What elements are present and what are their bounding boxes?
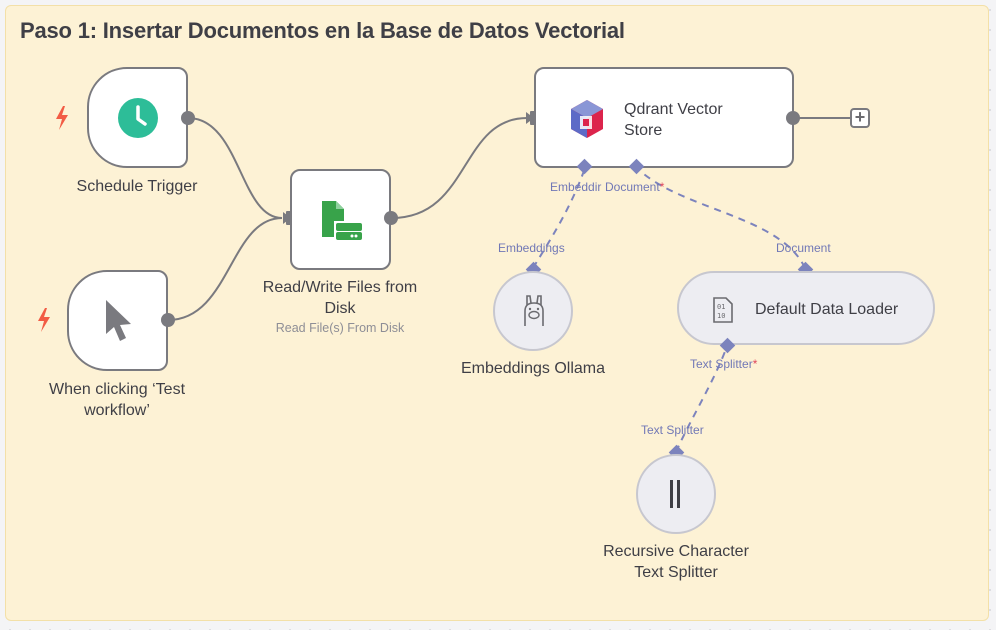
edge-splitter-to-loader <box>675 345 728 453</box>
recursive-text-splitter-node[interactable] <box>636 454 716 534</box>
add-node-button[interactable]: + <box>850 108 870 128</box>
trigger-bolt-icon <box>38 308 50 332</box>
manual-trigger-node[interactable] <box>67 270 168 371</box>
schedule-trigger-output-handle[interactable] <box>181 111 195 125</box>
qdrant-output-handle[interactable] <box>786 111 800 125</box>
qdrant-document-port-label-text: Document <box>605 180 660 194</box>
recursive-text-splitter-label-line1: Recursive Character <box>603 543 749 560</box>
qdrant-vector-store-node[interactable]: Qdrant Vector Store <box>534 67 794 168</box>
qdrant-embedding-port-label: Embeddir <box>550 180 601 194</box>
required-marker: * <box>659 180 665 194</box>
llama-icon <box>524 295 544 326</box>
qdrant-input-handle[interactable] <box>530 111 536 125</box>
trigger-bolt-icon <box>56 106 68 130</box>
qdrant-label-line2: Store <box>624 122 663 139</box>
schedule-trigger-label: Schedule Trigger <box>76 178 198 195</box>
read-write-files-label-line1: Read/Write Files from <box>262 279 418 296</box>
document-output-label: Document <box>776 241 831 255</box>
qdrant-label-line1: Qdrant Vector <box>624 101 723 118</box>
read-write-files-subtitle: Read File(s) From Disk <box>275 321 405 335</box>
splitter-icon <box>670 480 680 508</box>
sticky-note-title: Paso 1: Insertar Documentos en la Base d… <box>20 18 625 43</box>
svg-text:10: 10 <box>717 312 725 320</box>
edge-schedule-to-files <box>187 117 283 219</box>
edge-embeddings-to-qdrant <box>532 167 586 269</box>
read-write-files-label: Read/Write Files from Disk <box>240 277 440 319</box>
default-data-loader-node[interactable]: 01 10 Default Data Loader <box>677 271 935 345</box>
edge-loader-to-qdrant <box>636 167 806 269</box>
qdrant-label: Qdrant Vector Store <box>624 99 723 141</box>
required-marker: * <box>752 357 758 371</box>
recursive-text-splitter-label: Recursive Character Text Splitter <box>566 541 786 583</box>
qdrant-icon <box>571 100 603 138</box>
binary-file-icon: 01 10 <box>713 297 733 323</box>
read-write-files-input-handle[interactable] <box>286 211 292 225</box>
embeddings-output-label: Embeddings <box>498 241 565 255</box>
embeddings-ollama-label: Embeddings Ollama <box>460 360 606 377</box>
splitter-output-label: Text Splitter <box>641 423 704 437</box>
edge-manual-to-files <box>167 217 283 321</box>
manual-trigger-label-line1: When clicking ‘Test <box>48 381 186 398</box>
manual-trigger-label-line2: workflow’ <box>84 402 150 419</box>
edge-files-to-qdrant <box>391 117 528 219</box>
file-disk-icon <box>322 201 362 240</box>
read-write-files-node[interactable] <box>290 169 391 270</box>
loader-text-splitter-label-text: Text Splitter <box>690 357 753 371</box>
schedule-trigger-node[interactable] <box>87 67 188 168</box>
embeddings-ollama-node[interactable] <box>493 271 573 351</box>
loader-text-splitter-label: Text Splitter* <box>690 357 757 371</box>
read-write-files-label-line2: Disk <box>324 300 356 317</box>
read-write-files-output-handle[interactable] <box>384 211 398 225</box>
clock-icon <box>118 98 158 138</box>
default-data-loader-label: Default Data Loader <box>755 301 899 318</box>
cursor-icon <box>106 300 131 341</box>
svg-text:01: 01 <box>717 303 725 311</box>
manual-trigger-label: When clicking ‘Test workflow’ <box>22 379 212 421</box>
manual-trigger-output-handle[interactable] <box>161 313 175 327</box>
qdrant-embedding-port-label-text: Embeddir <box>550 180 602 194</box>
qdrant-document-port-label: Document* <box>605 180 664 194</box>
recursive-text-splitter-label-line2: Text Splitter <box>634 564 718 581</box>
